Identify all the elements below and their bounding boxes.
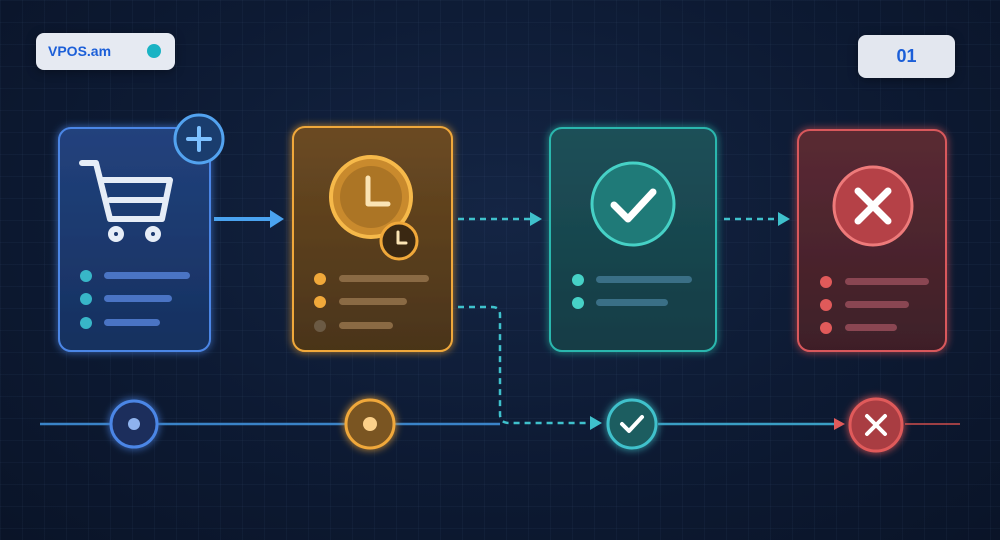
pending-to-approved-arrow bbox=[458, 212, 542, 226]
declined-details-list bbox=[820, 276, 929, 334]
timeline bbox=[40, 397, 960, 453]
x-mark-icon bbox=[832, 165, 914, 247]
cart-to-pending-arrow bbox=[214, 210, 284, 228]
step-number-badge: 01 bbox=[858, 35, 955, 78]
approved-to-declined-arrow bbox=[724, 212, 790, 226]
timeline-node-approved bbox=[606, 398, 658, 450]
pending-stage-card bbox=[292, 126, 453, 352]
pending-details-list bbox=[314, 273, 429, 332]
brand-badge: VPOS.am bbox=[36, 33, 175, 70]
approved-stage-card bbox=[549, 127, 717, 352]
approved-details-list bbox=[572, 274, 692, 309]
brand-label: VPOS.am bbox=[48, 43, 112, 59]
pending-branch-connector bbox=[458, 305, 602, 430]
timeline-node-pending bbox=[344, 398, 396, 450]
timeline-node-cart bbox=[109, 399, 159, 449]
shopping-cart-icon bbox=[79, 160, 173, 242]
brand-dot-icon bbox=[147, 44, 161, 58]
cart-stage-card bbox=[58, 113, 225, 352]
checkmark-icon bbox=[590, 161, 676, 247]
declined-stage-card bbox=[797, 129, 947, 352]
small-clock-icon bbox=[379, 221, 419, 261]
timeline-node-declined bbox=[848, 397, 904, 453]
clock-icon bbox=[329, 155, 413, 239]
plus-icon bbox=[173, 113, 225, 165]
cart-details-list bbox=[80, 270, 190, 329]
